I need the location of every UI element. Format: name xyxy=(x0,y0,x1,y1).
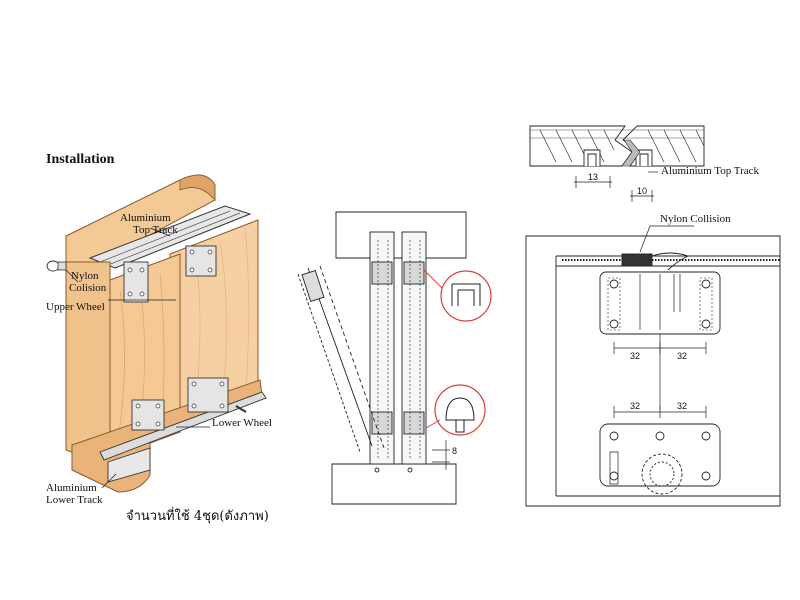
door-section-drawing xyxy=(297,211,467,505)
dim-32-lower-left: 32 xyxy=(630,401,641,411)
hardware-front-view xyxy=(525,225,781,507)
label-top-track-line2: Top Track xyxy=(133,223,178,236)
label-nylon-collision: Nylon Collision xyxy=(660,213,731,225)
top-track-detail-circle xyxy=(423,269,492,322)
screw-icon xyxy=(235,405,247,413)
quantity-caption: จำนวนที่ใช้ 4ชุด(ดังภาพ) xyxy=(126,509,269,524)
nylon-collision-block xyxy=(621,253,653,267)
dim-13: 13 xyxy=(588,172,599,182)
label-right-top-track: Aluminium Top Track xyxy=(661,165,760,177)
dim-8: 8 xyxy=(452,446,458,456)
lower-track-detail-circle xyxy=(425,384,486,436)
wood-cabinet-illustration xyxy=(46,174,267,493)
label-nylon-colision: Nylon Colision xyxy=(69,270,107,294)
label-upper-wheel: Upper Wheel xyxy=(46,301,105,313)
dim-32-upper-right: 32 xyxy=(677,351,688,361)
upper-wheel-bracket-left xyxy=(123,261,149,303)
label-lower-wheel: Lower Wheel xyxy=(212,417,272,429)
dim-32-lower-right: 32 xyxy=(677,401,688,411)
top-beam-side xyxy=(179,174,216,202)
label-lower-track-line2: Lower Track xyxy=(46,493,103,506)
label-nylon-line1: Nylon xyxy=(71,270,99,282)
nylon-collision-part-icon xyxy=(46,260,67,272)
label-nylon-line2: Colision xyxy=(69,281,107,294)
dim-32-upper-left: 32 xyxy=(630,351,641,361)
label-top-track-line1: Aluminium xyxy=(120,212,171,224)
dim-10: 10 xyxy=(637,186,648,196)
top-track-cross-section xyxy=(529,125,705,202)
label-lower-track-line1: Aluminium xyxy=(46,482,97,494)
page-title: Installation xyxy=(46,152,115,167)
label-aluminium-top-track: Aluminium Top Track xyxy=(113,212,178,236)
label-aluminium-lower-track: Aluminium Lower Track xyxy=(46,482,103,506)
